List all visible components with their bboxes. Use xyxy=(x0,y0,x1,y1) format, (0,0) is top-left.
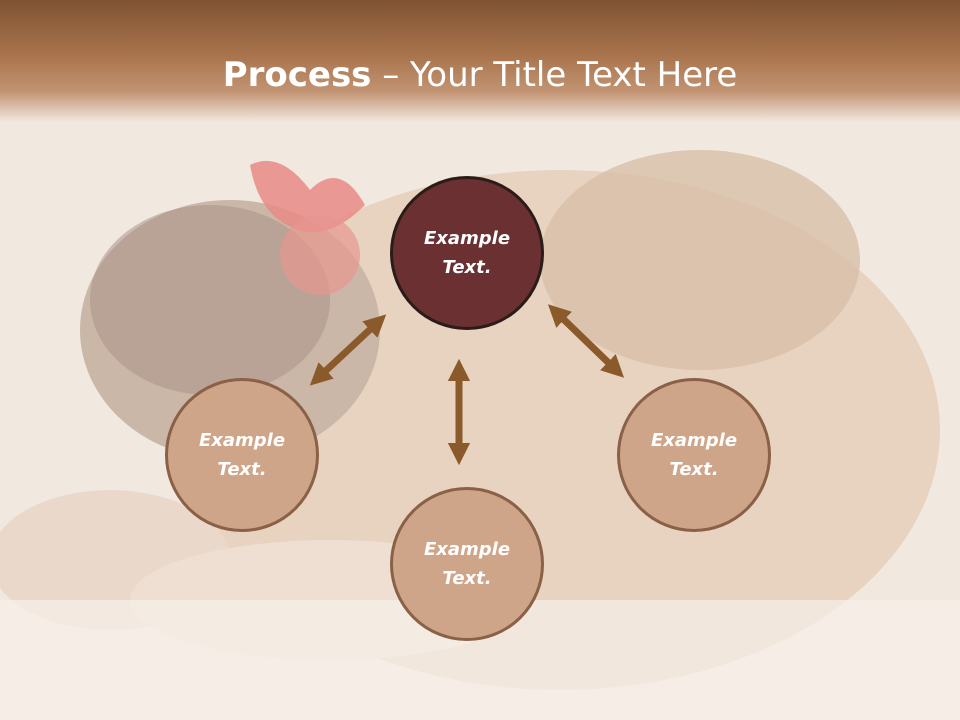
title-bold: Process xyxy=(222,55,372,95)
title-rest: – Your Title Text Here xyxy=(371,55,738,95)
node-left-line1: Example xyxy=(198,430,286,451)
process-node-bottom[interactable]: Example Text. xyxy=(390,487,544,641)
title-bar xyxy=(0,0,960,122)
process-node-right[interactable]: Example Text. xyxy=(617,378,771,532)
node-right-line1: Example xyxy=(650,430,738,451)
node-right-line2: Text. xyxy=(669,459,719,480)
process-node-center[interactable]: Example Text. xyxy=(390,176,544,330)
node-bottom-line2: Text. xyxy=(442,568,492,589)
node-center-line1: Example xyxy=(423,228,511,249)
arrow-center-right xyxy=(547,304,625,378)
node-left-line2: Text. xyxy=(217,459,267,480)
node-bottom-line1: Example xyxy=(423,539,511,560)
arrow-center-left xyxy=(309,314,387,386)
slide-title: Process – Your Title Text Here xyxy=(0,52,960,98)
process-node-left[interactable]: Example Text. xyxy=(165,378,319,532)
node-center-line2: Text. xyxy=(442,257,492,278)
